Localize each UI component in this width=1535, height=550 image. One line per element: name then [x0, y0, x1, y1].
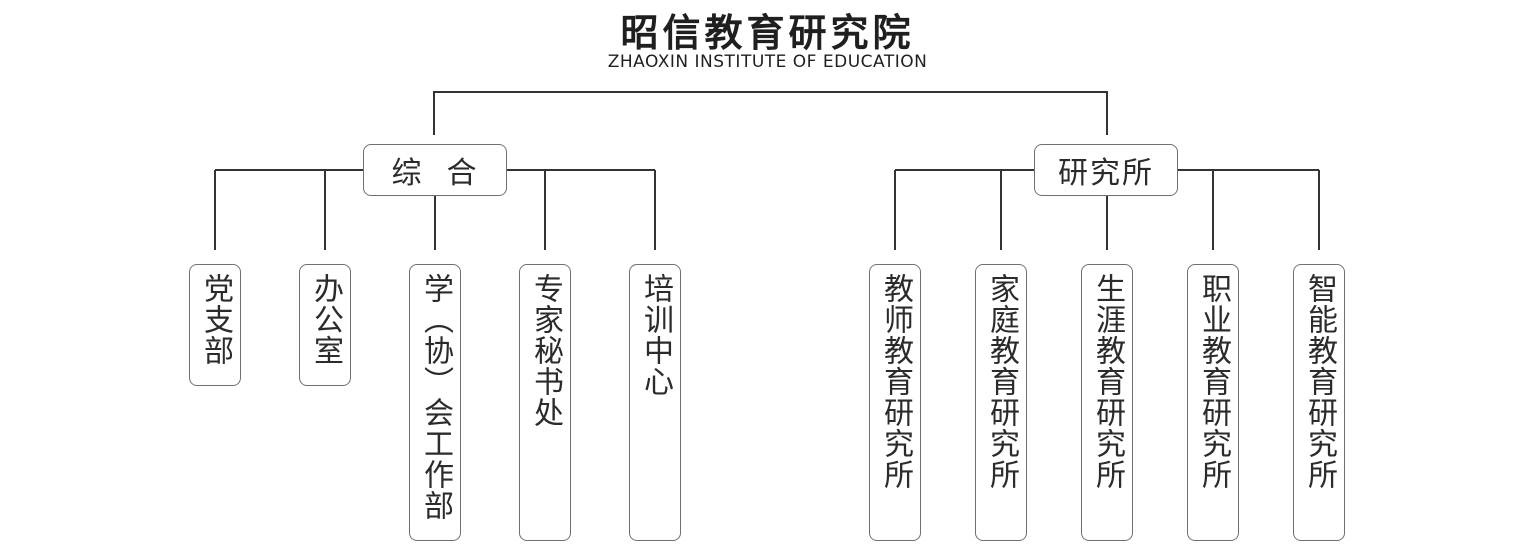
page-subtitle: ZHAOXIN INSTITUTE OF EDUCATION: [607, 52, 928, 72]
leaf-career-education-institute: 生涯教育研究所: [1081, 264, 1133, 541]
page-title: 昭信教育研究院: [620, 11, 915, 55]
leaf-label: 职业教育研究所: [1196, 273, 1231, 490]
leaf-party-branch: 党支部: [189, 264, 241, 386]
leaf-label: 学（协）会工作部: [418, 273, 453, 521]
leaf-teacher-education-institute: 教师教育研究所: [869, 264, 921, 541]
leaf-office: 办公室: [299, 264, 351, 386]
leaf-label: 教师教育研究所: [878, 273, 913, 490]
group-label: 综 合: [391, 156, 479, 191]
group-label: 研究所: [1058, 156, 1154, 191]
group-node-research: 研究所: [1034, 144, 1178, 196]
leaf-label: 智能教育研究所: [1302, 273, 1337, 490]
leaf-label: 生涯教育研究所: [1090, 273, 1125, 490]
leaf-label: 专家秘书处: [528, 273, 563, 428]
leaf-association-department: 学（协）会工作部: [409, 264, 461, 541]
leaf-expert-secretariat: 专家秘书处: [519, 264, 571, 541]
top-connector: [433, 91, 1108, 135]
leaf-label: 家庭教育研究所: [984, 273, 1019, 490]
leaf-family-education-institute: 家庭教育研究所: [975, 264, 1027, 541]
leaf-label: 党支部: [198, 273, 233, 366]
leaf-vocational-education-institute: 职业教育研究所: [1187, 264, 1239, 541]
group-node-general: 综 合: [363, 144, 507, 196]
leaf-label: 办公室: [308, 273, 343, 366]
leaf-label: 培训中心: [638, 273, 673, 397]
leaf-training-center: 培训中心: [629, 264, 681, 541]
leaf-intelligent-education-institute: 智能教育研究所: [1293, 264, 1345, 541]
